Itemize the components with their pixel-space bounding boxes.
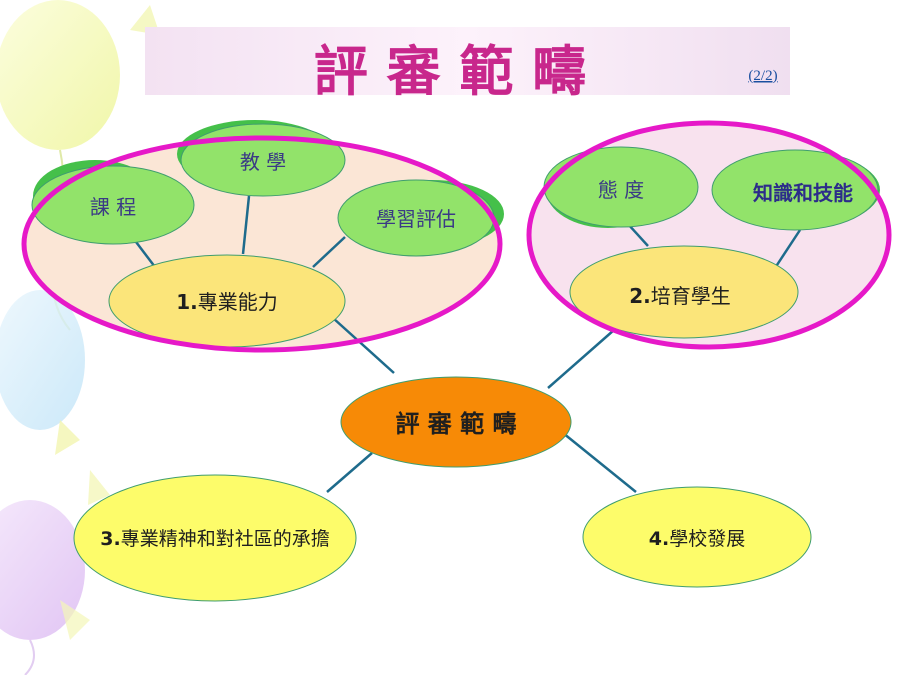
node-center[interactable]: 評 審 範 疇 (340, 376, 572, 468)
connector-line (547, 329, 615, 389)
node-shape (569, 245, 799, 339)
streamer-decoration (60, 600, 90, 640)
page-indicator-link[interactable]: (2/2) (748, 68, 777, 84)
node-professional-competence[interactable]: 1.專業能力 (108, 254, 346, 348)
background-decoration (0, 0, 160, 675)
connector-line (312, 236, 346, 268)
node-label: 課 程 (90, 195, 136, 219)
node-number: 3. (100, 528, 120, 550)
node-label: 2.培育學生 (629, 284, 731, 308)
connector-line (332, 317, 395, 374)
node-shape (582, 486, 812, 588)
balloon-string-decoration (24, 639, 35, 675)
node-text: 專業能力 (198, 290, 278, 314)
node-professionalism-community[interactable]: 3.專業精神和對社區的承擔 (73, 474, 357, 602)
node-text: 學校發展 (669, 528, 745, 550)
node-shape (340, 376, 572, 468)
node-label: 態 度 (598, 178, 644, 202)
node-nurturing-students[interactable]: 2.培育學生 (569, 245, 799, 339)
streamer-decoration (88, 470, 110, 505)
node-text: 專業精神和對社區的承擔 (121, 528, 330, 550)
node-label: 評 審 範 疇 (395, 410, 516, 438)
balloon-yellow-decoration (0, 0, 120, 150)
page-title: 評 審 範 疇 (314, 39, 586, 103)
streamer-decoration (55, 420, 80, 455)
node-label: 知識和技能 (753, 181, 853, 205)
node-attitude[interactable]: 態 度 (543, 146, 699, 228)
node-label: 4.學校發展 (649, 528, 745, 550)
balloon-blue-decoration (0, 290, 85, 430)
node-shape (711, 149, 879, 231)
connector-line (627, 223, 649, 247)
title-banner (145, 27, 790, 95)
node-knowledge-skills[interactable]: 知識和技能 (711, 149, 879, 231)
node-school-development[interactable]: 4.學校發展 (582, 486, 812, 588)
node-teaching[interactable]: 教 學 (180, 123, 346, 197)
connector-line (241, 195, 251, 255)
node-label: 學習評估 (376, 207, 456, 231)
node-assessment[interactable]: 學習評估 (337, 179, 495, 257)
node-text: 培育學生 (651, 284, 731, 308)
node-number: 2. (629, 284, 651, 308)
group-professional-ring (21, 135, 503, 353)
group-nurture-ring (526, 120, 892, 350)
connector-line (562, 432, 637, 493)
connector-line (773, 229, 802, 269)
node-number: 1. (176, 290, 198, 314)
node-label: 1.專業能力 (176, 290, 278, 314)
node-curriculum[interactable]: 課 程 (31, 165, 195, 245)
node-shape (31, 165, 195, 245)
node-label: 教 學 (240, 150, 286, 174)
node-shape (73, 474, 357, 602)
node-number: 4. (649, 528, 669, 550)
connector-line (326, 452, 373, 493)
node-label: 3.專業精神和對社區的承擔 (100, 528, 329, 550)
